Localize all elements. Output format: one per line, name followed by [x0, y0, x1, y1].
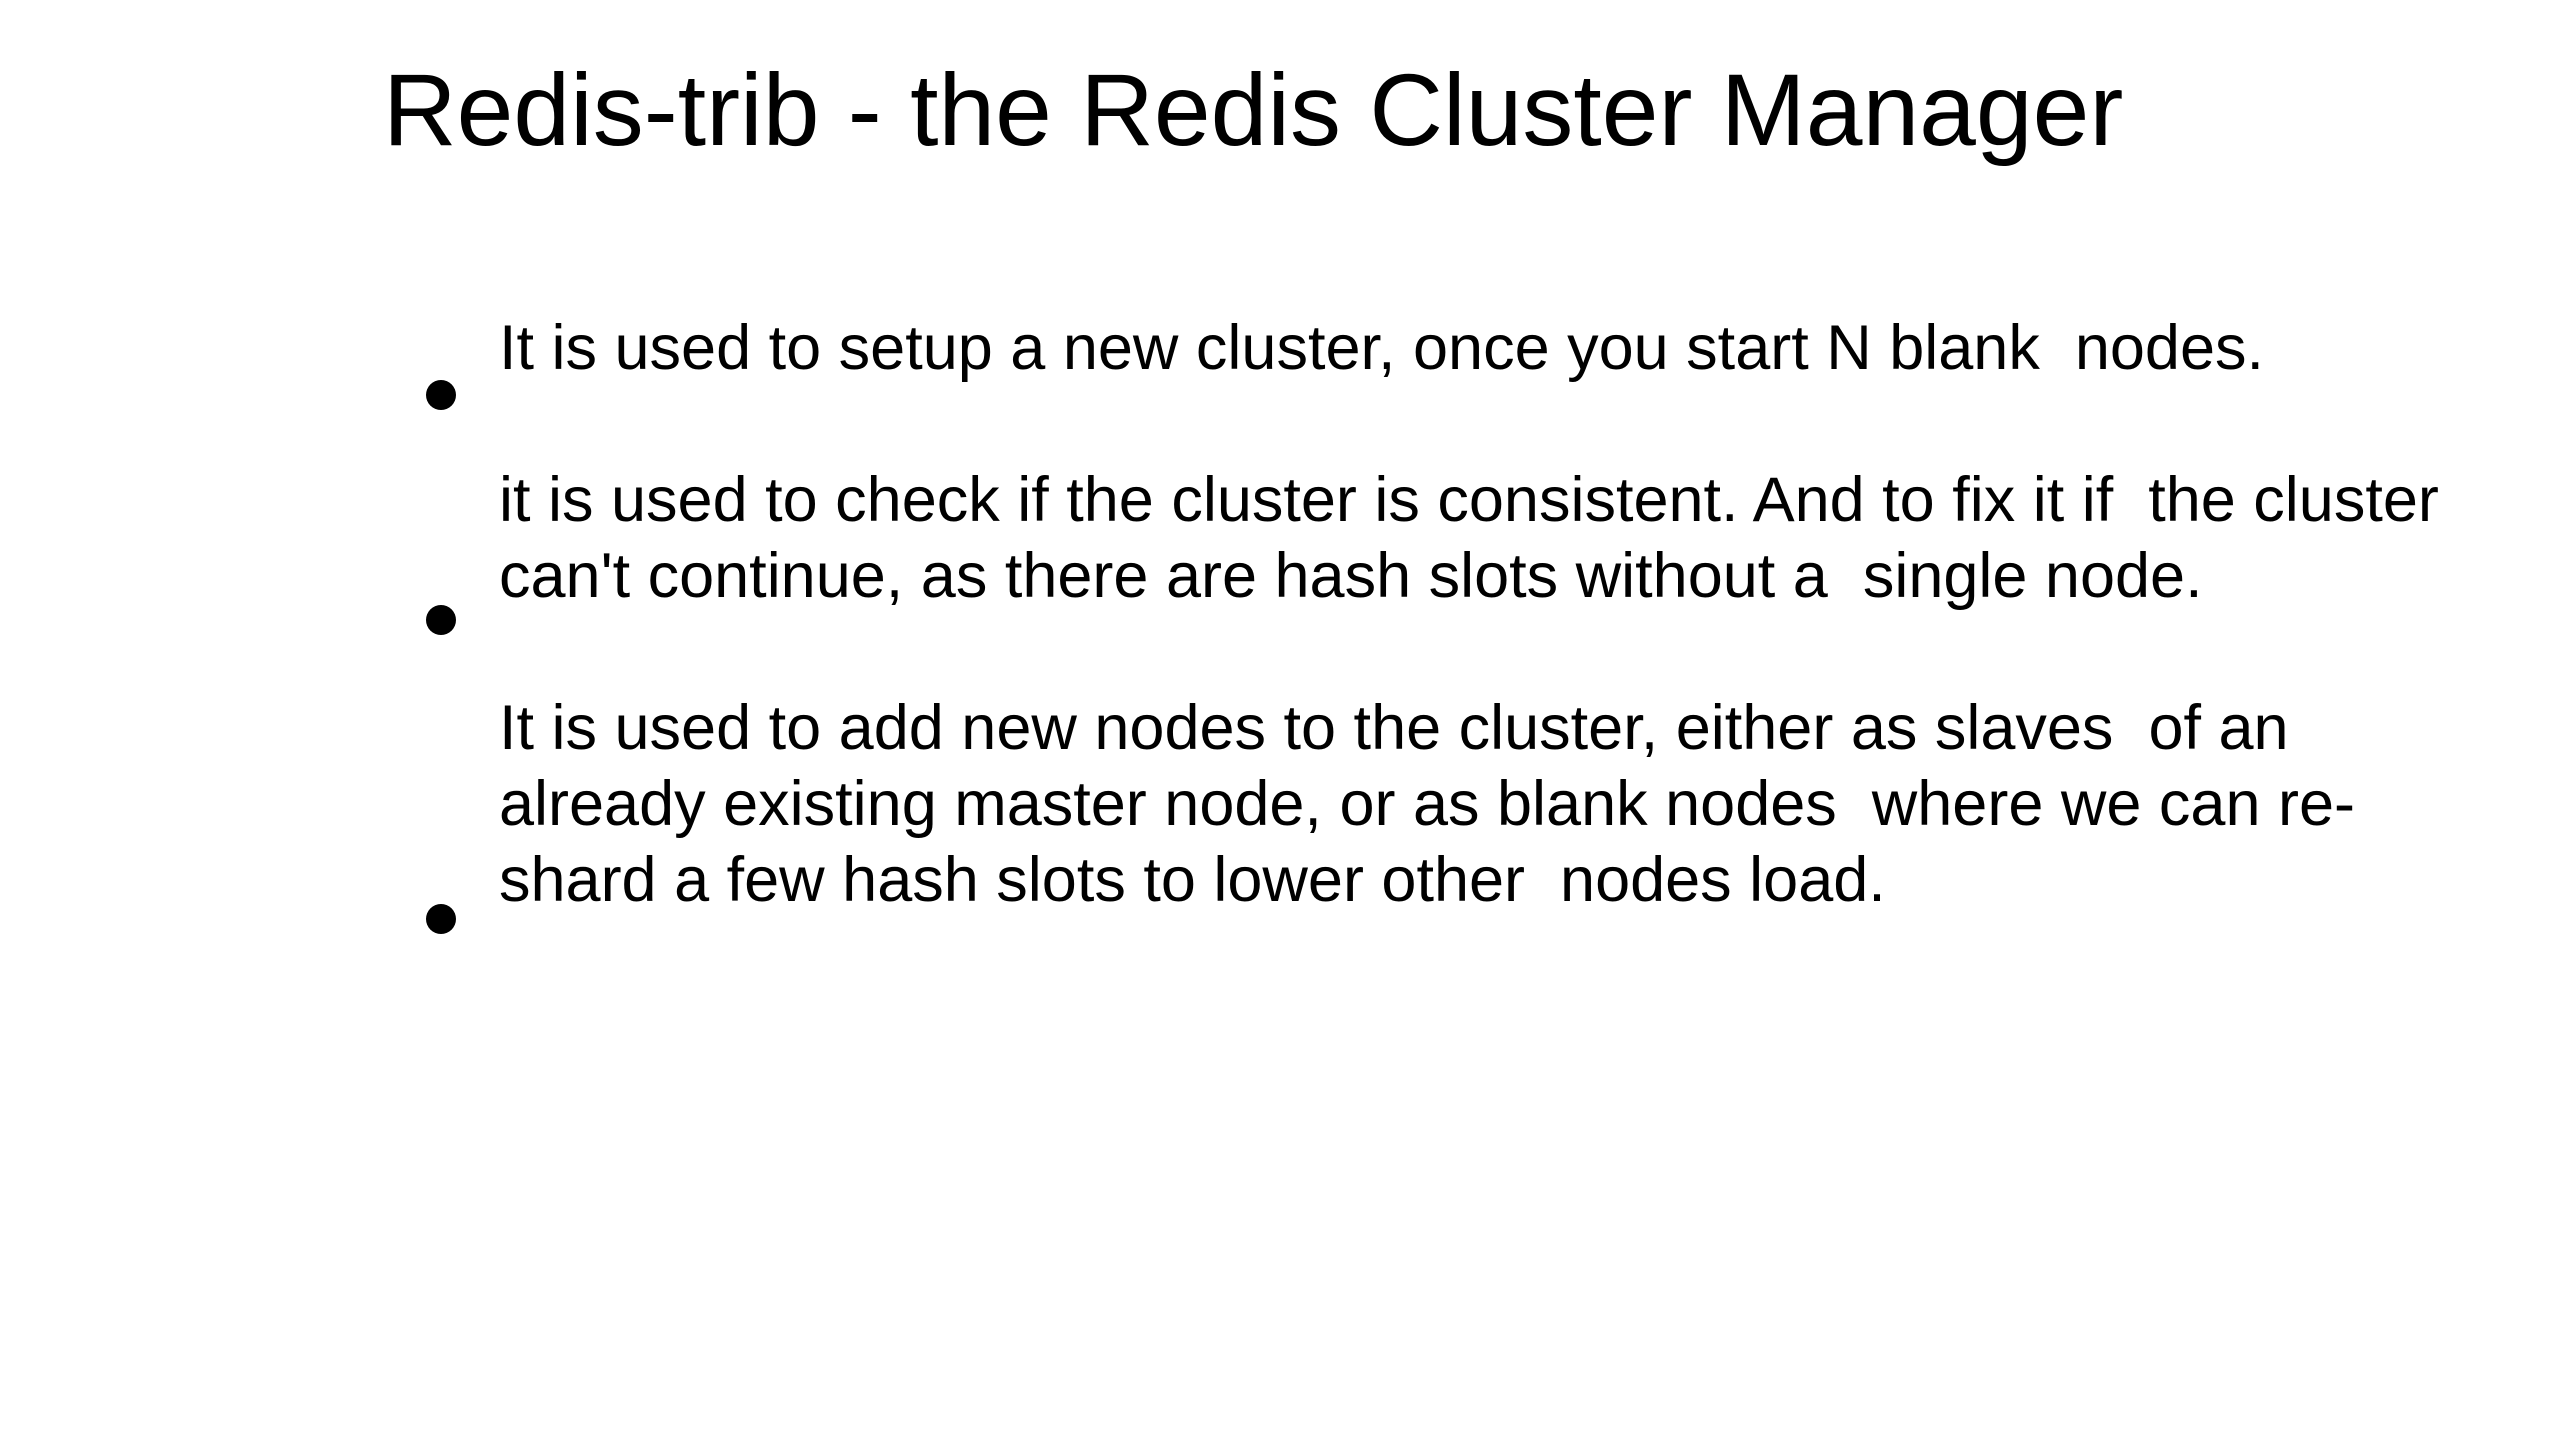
bullet-line: It is used to add new nodes to the clust…	[499, 693, 2289, 763]
bullet-line: can't continue, as there are hash slots …	[499, 541, 2203, 611]
bullet-dot-icon	[426, 904, 456, 934]
bullet-text: It is used to add new nodes to the clust…	[499, 690, 2539, 918]
slide-title: Redis-trib - the Redis Cluster Manager	[383, 53, 2124, 167]
bullet-dot-icon	[426, 605, 456, 635]
bullet-line: shard a few hash slots to lower other no…	[499, 845, 1886, 915]
bullet-text: It is used to setup a new cluster, once …	[499, 310, 2539, 386]
bullet-line: already existing master node, or as blan…	[499, 769, 2355, 839]
bullet-dot-icon	[426, 380, 456, 410]
bullet-text: it is used to check if the cluster is co…	[499, 462, 2539, 614]
bullet-line: It is used to setup a new cluster, once …	[499, 313, 2264, 383]
bullet-line: it is used to check if the cluster is co…	[499, 465, 2439, 535]
